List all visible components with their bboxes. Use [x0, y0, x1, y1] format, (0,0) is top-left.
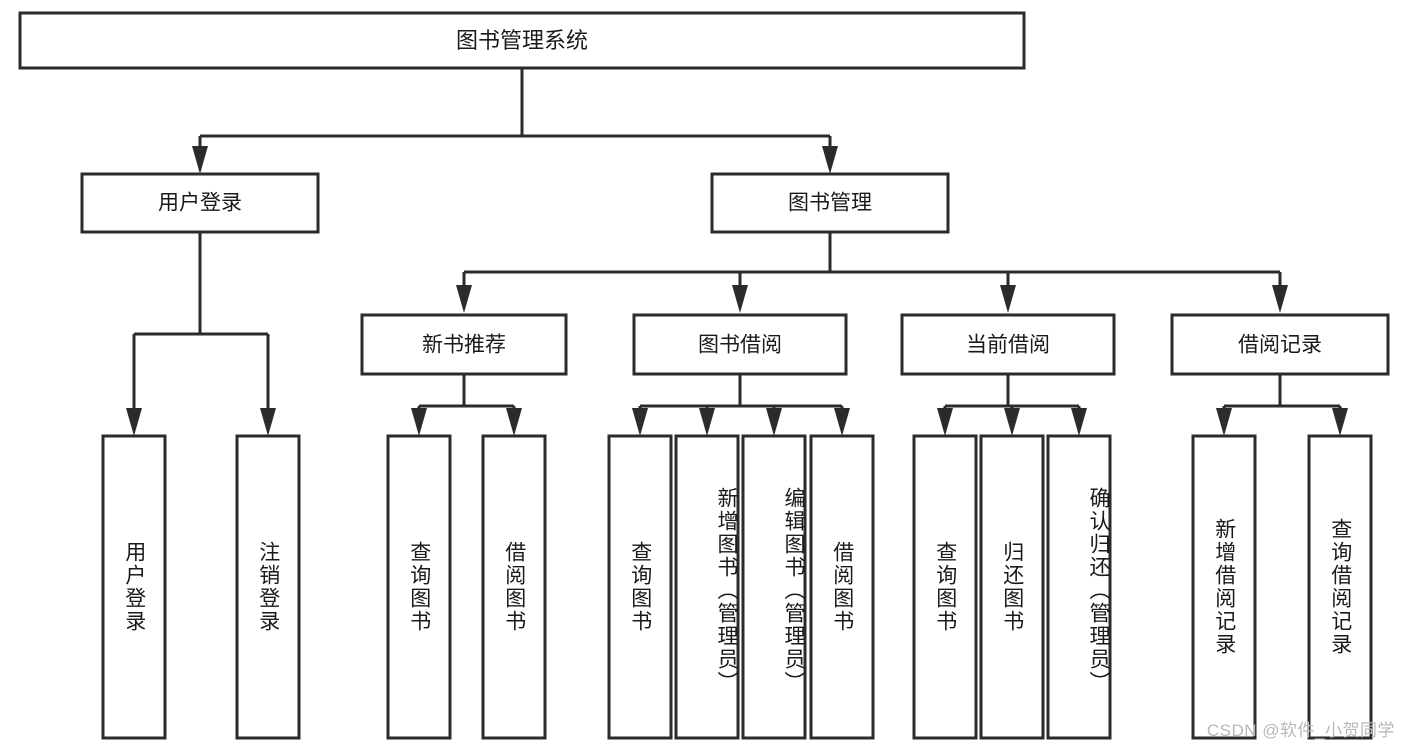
leaf-rect-query-book-3[interactable] — [912, 434, 978, 740]
arrowhead-new-book-recommend — [456, 285, 472, 313]
node-root[interactable]: 图书管理系统 — [18, 11, 1026, 70]
arrowhead-leaf-query-book-1 — [411, 408, 427, 436]
arrowhead-book-borrow — [732, 285, 748, 313]
node-borrow-record[interactable]: 借阅记录 — [1170, 313, 1390, 376]
leaf-rect-user-login[interactable] — [101, 434, 167, 740]
node-new-book-recommend-rect[interactable] — [360, 313, 568, 376]
leaf-rect-query-book-2[interactable] — [607, 434, 673, 740]
arrowhead-borrow-record — [1272, 285, 1288, 313]
node-borrow-record-rect[interactable] — [1170, 313, 1390, 376]
node-book-borrow-label: 图书借阅 — [698, 334, 782, 357]
connector-group-book-borrow — [632, 374, 850, 436]
arrowhead-leaf-query-record — [1332, 408, 1348, 436]
arrowhead-leaf-borrow-book-2 — [834, 408, 850, 436]
arrowhead-leaf-borrow-book-1 — [506, 408, 522, 436]
node-book-manage[interactable]: 图书管理 — [710, 172, 950, 234]
arrowhead-book-manage — [822, 146, 838, 174]
arrowhead-leaf-return-book — [1004, 408, 1020, 436]
node-new-book-recommend-label: 新书推荐 — [422, 334, 506, 357]
leaf-rect-edit-book[interactable] — [741, 434, 807, 740]
connector-group-root — [192, 68, 838, 174]
connector-group-book-manage — [456, 232, 1288, 313]
node-book-manage-label: 图书管理 — [788, 192, 872, 215]
connector-group-user-login — [126, 232, 276, 436]
arrowhead-leaf-add-book — [699, 408, 715, 436]
node-root-label: 图书管理系统 — [456, 28, 588, 53]
node-current-borrow-rect[interactable] — [900, 313, 1116, 376]
leaf-rect-query-book-1[interactable] — [386, 434, 452, 740]
leaf-rect-query-record[interactable] — [1307, 434, 1373, 740]
leaf-rect-logout[interactable] — [235, 434, 301, 740]
leaf-rect-borrow-book-1[interactable] — [481, 434, 547, 740]
leaf-rect-return-book[interactable] — [979, 434, 1045, 740]
node-book-manage-rect[interactable] — [710, 172, 950, 234]
arrowhead-leaf-confirm-return — [1071, 408, 1087, 436]
node-user-login-label: 用户登录 — [158, 192, 242, 215]
node-user-login[interactable]: 用户登录 — [80, 172, 320, 234]
node-book-borrow-rect[interactable] — [632, 313, 848, 376]
arrowhead-leaf-add-record — [1216, 408, 1232, 436]
node-current-borrow-label: 当前借阅 — [966, 334, 1050, 357]
node-current-borrow[interactable]: 当前借阅 — [900, 313, 1116, 376]
arrowhead-user-login — [192, 146, 208, 174]
leaf-rect-add-record[interactable] — [1191, 434, 1257, 740]
connector-group-borrow-record — [1216, 374, 1348, 436]
arrowhead-leaf-query-book-2 — [632, 408, 648, 436]
leaf-rect-confirm-return[interactable] — [1046, 434, 1112, 740]
node-book-borrow[interactable]: 图书借阅 — [632, 313, 848, 376]
node-user-login-rect[interactable] — [80, 172, 320, 234]
leaf-rect-add-book[interactable] — [674, 434, 740, 740]
arrowhead-leaf-query-book-3 — [937, 408, 953, 436]
arrowhead-current-borrow — [1000, 285, 1016, 313]
leaf-rect-borrow-book-2[interactable] — [809, 434, 875, 740]
connector-group-new-book-recommend — [411, 374, 522, 436]
arrowhead-leaf-user-login — [126, 408, 142, 436]
arrowhead-leaf-edit-book — [766, 408, 782, 436]
arrowhead-leaf-logout — [260, 408, 276, 436]
node-new-book-recommend[interactable]: 新书推荐 — [360, 313, 568, 376]
node-root-rect[interactable] — [18, 11, 1026, 70]
node-borrow-record-label: 借阅记录 — [1238, 334, 1322, 357]
watermark-text: CSDN @软件_小贺同学 — [1206, 721, 1395, 740]
connector-group-current-borrow — [937, 374, 1087, 436]
